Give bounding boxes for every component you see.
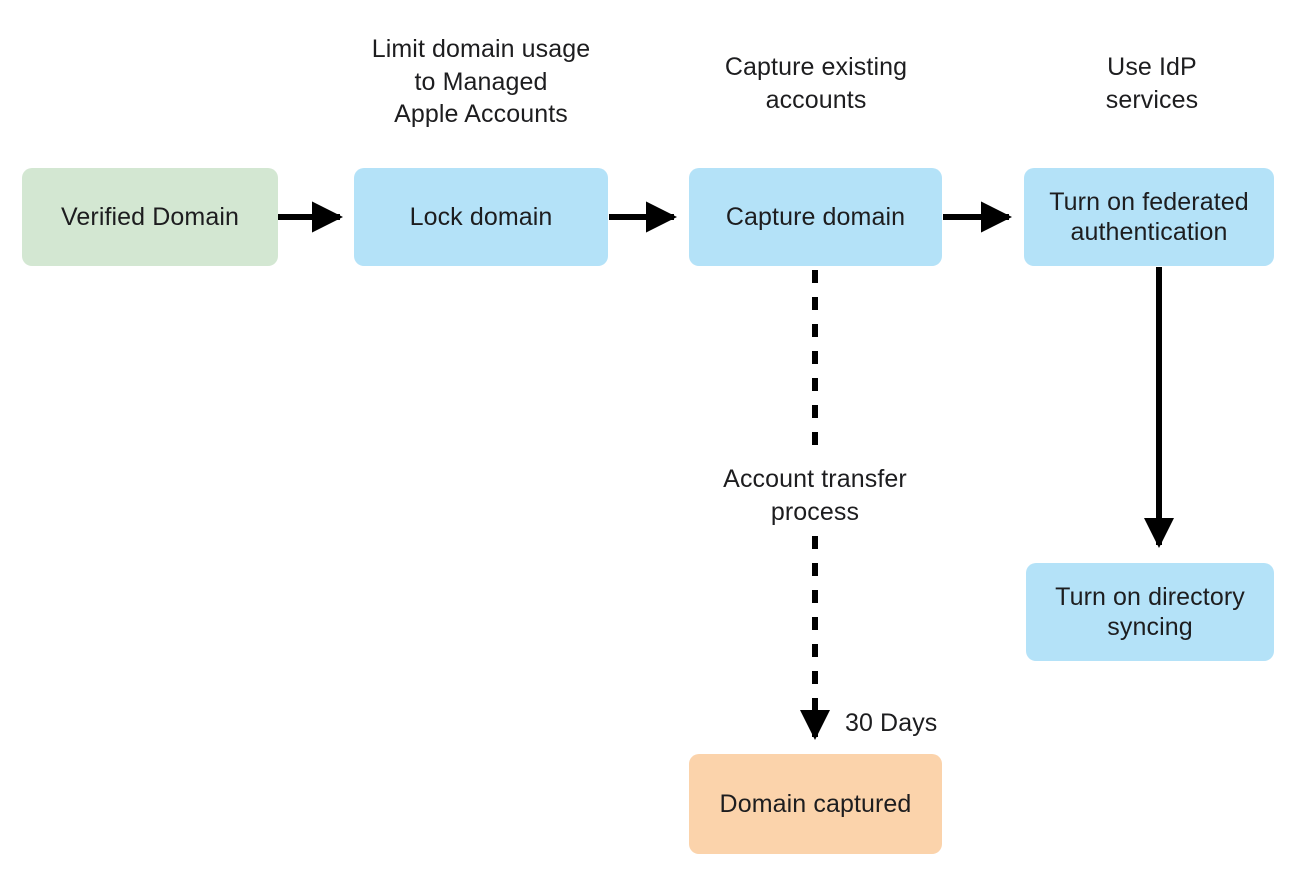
node-directory-syncing[interactable]: Turn on directory syncing [1026, 563, 1274, 661]
edge-label-thirty-days: 30 Days [845, 709, 938, 737]
node-lock-domain[interactable]: Lock domain [354, 168, 608, 266]
node-federated-auth[interactable]: Turn on federated authentication [1024, 168, 1274, 266]
node-verified-domain[interactable]: Verified Domain [22, 168, 278, 266]
caption-federated-auth: Use IdP services [1105, 53, 1199, 114]
caption-capture-domain: Capture existing accounts [724, 53, 908, 114]
node-capture-domain[interactable]: Capture domain [689, 168, 942, 266]
node-domain-captured[interactable]: Domain captured [689, 754, 942, 854]
caption-lock-domain: Limit domain usage to Managed Apple Acco… [371, 35, 591, 128]
edge-label-account-transfer-process: Account transfer process [723, 465, 907, 526]
